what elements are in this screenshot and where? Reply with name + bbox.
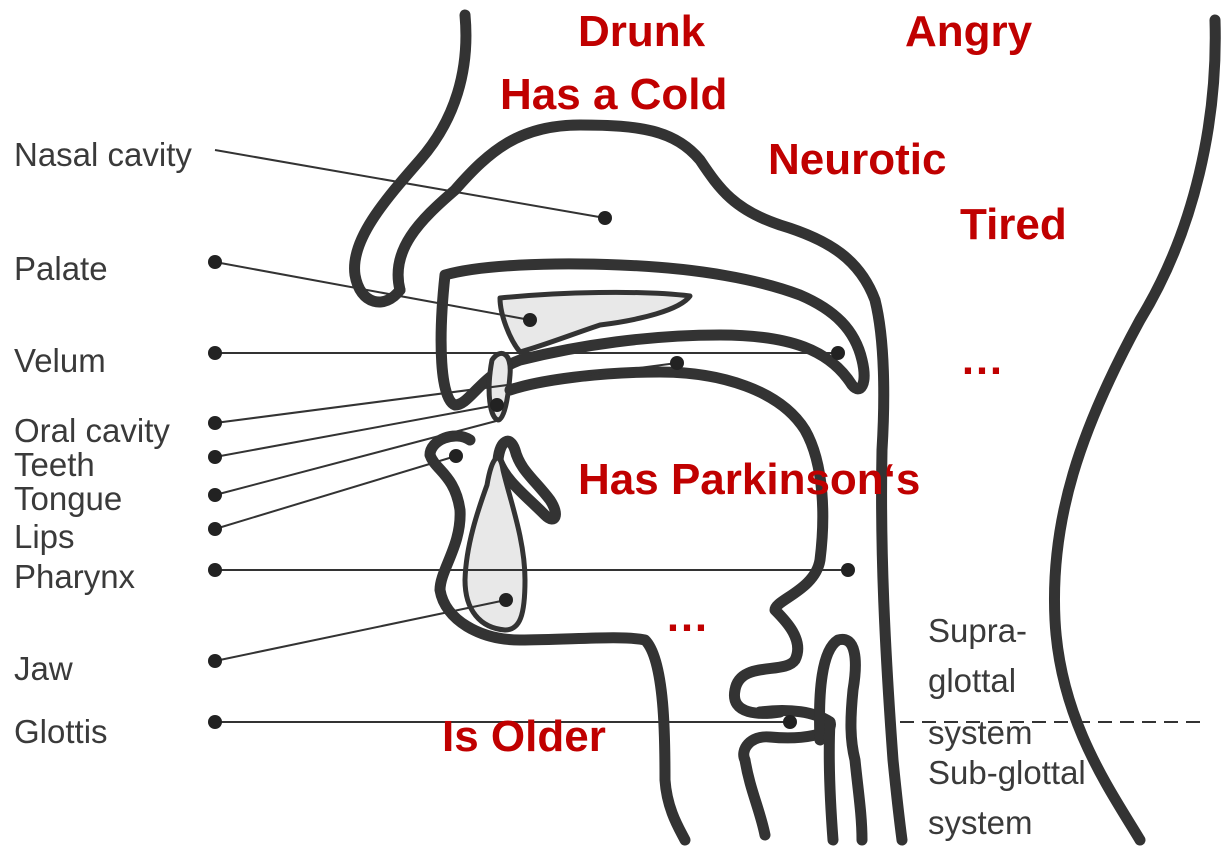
label-sub-glottal-1: Sub-glottal [928, 756, 1086, 789]
label-pharynx: Pharynx [14, 560, 135, 593]
label-supra-glottal-1: Supra- [928, 614, 1027, 647]
label-glottis: Glottis [14, 715, 108, 748]
state-is-older: Is Older [442, 715, 606, 759]
label-velum: Velum [14, 344, 106, 377]
label-nasal-cavity: Nasal cavity [14, 138, 192, 171]
state-tired: Tired [960, 203, 1067, 247]
state-drunk: Drunk [578, 10, 705, 54]
state-has-parkinsons: Has Parkinson‘s [578, 458, 920, 502]
state-has-a-cold: Has a Cold [500, 73, 727, 117]
label-tongue: Tongue [14, 482, 122, 515]
label-supra-glottal-3: system [928, 716, 1033, 749]
state-angry: Angry [905, 10, 1032, 54]
trachea-outline [829, 722, 833, 840]
label-jaw: Jaw [14, 652, 73, 685]
label-lips: Lips [14, 520, 75, 553]
nose-outline [355, 15, 466, 302]
label-supra-glottal-2: glottal [928, 664, 1016, 697]
neck-back-outline [1054, 20, 1215, 840]
label-sub-glottal-2: system [928, 806, 1033, 839]
state-ellipsis-lower: … [665, 595, 709, 639]
label-oral-cavity: Oral cavity [14, 414, 170, 447]
label-teeth: Teeth [14, 448, 95, 481]
label-palate: Palate [14, 252, 108, 285]
state-ellipsis-right: … [960, 338, 1004, 382]
tongue-outline [510, 372, 823, 713]
state-neurotic: Neurotic [768, 138, 946, 182]
